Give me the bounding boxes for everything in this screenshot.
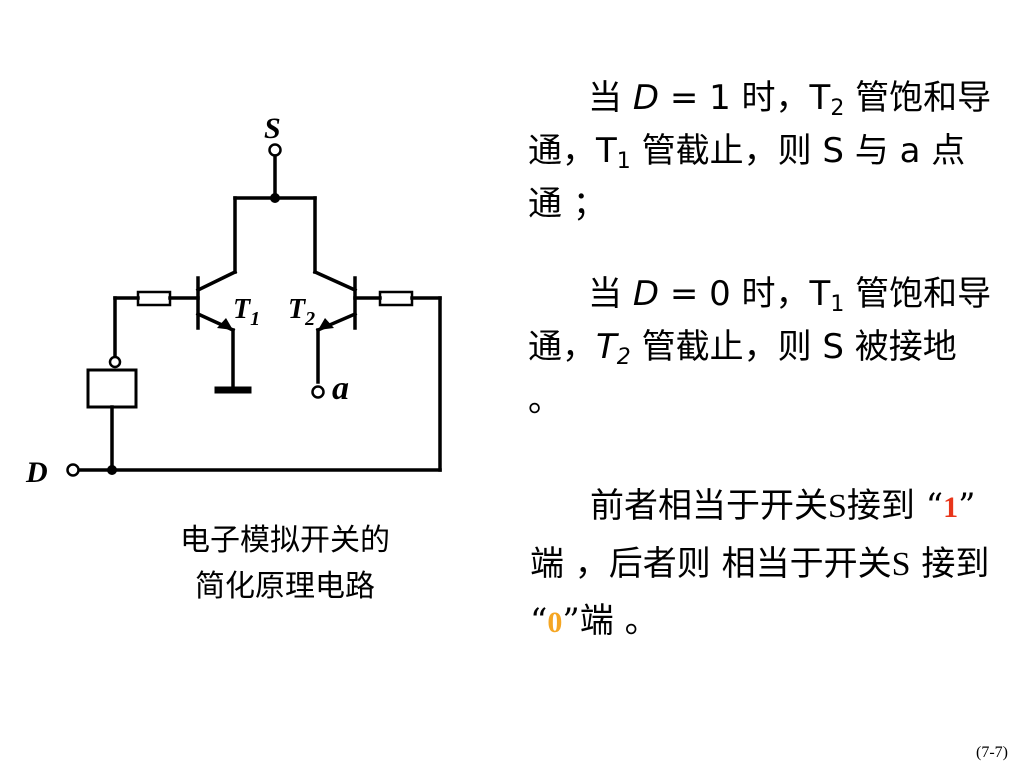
label-s: S [264, 112, 281, 145]
page-number: (7-7) [976, 744, 1008, 761]
paragraph-summary: 前者相当于开关S接到 “1” 端 ，后者则 相当于开关S 接到 “0”端 。 [530, 486, 990, 641]
label-t2: T2 [288, 294, 315, 330]
d-terminal [66, 463, 80, 477]
s-terminal [268, 143, 282, 157]
value-zero: 0 [547, 606, 563, 639]
transistor-t1 [195, 269, 238, 390]
resistor-right [378, 290, 414, 307]
circuit-diagram: S T1 T2 a D [25, 112, 442, 489]
paragraph-d-equals-1: 当 D = 1 时，T2 管饱和导通，T1 管截止，则 S 与 a 点通 ； [528, 78, 992, 224]
label-a: a [332, 370, 349, 407]
inverter-box [86, 368, 138, 409]
value-one: 1 [943, 491, 959, 524]
caption-line-1: 电子模拟开关的 [180, 523, 390, 558]
resistor-left [136, 290, 172, 307]
diagram-caption: 电子模拟开关的 简化原理电路 [140, 518, 430, 610]
a-terminal [311, 385, 325, 399]
caption-line-2: 简化原理电路 [195, 569, 375, 604]
paragraph-d-equals-0: 当 D = 0 时，T1 管饱和导通，T2 管截止，则 S 被接地 。 [528, 274, 992, 420]
label-t1: T1 [233, 294, 260, 330]
label-d: D [25, 456, 48, 489]
